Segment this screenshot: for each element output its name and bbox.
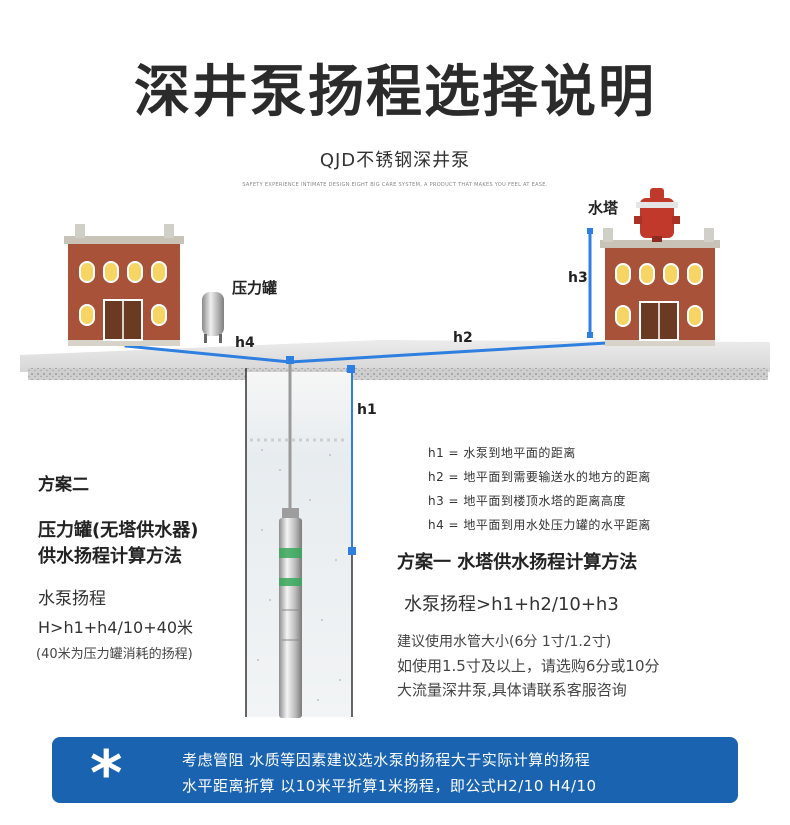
pipe-joint-well (286, 356, 294, 364)
plan-two-note: (40米为压力罐消耗的扬程) (36, 647, 193, 662)
page-title: 深井泵扬程选择说明 (134, 60, 656, 125)
page-subtitle: QJD不锈钢深井泵 (319, 150, 471, 171)
plan-one-advice-1: 建议使用水管大小(6分 1寸/1.2寸) (397, 634, 612, 650)
asterisk-icon: * (90, 737, 123, 810)
plan-two-formula: H>h1+h4/10+40米 (38, 618, 194, 637)
h1-marker (347, 365, 356, 555)
soil-strip (28, 368, 768, 380)
notice-line-1: 考虑管阻 水质等因素建议选水泵的扬程大于实际计算的扬程 (182, 751, 591, 769)
definition-h3: h3 = 地平面到楼顶水塔的距离高度 (428, 494, 626, 508)
plan-two-subtitle-2: 供水扬程计算方法 (38, 546, 182, 567)
definition-h2: h2 = 地平面到需要输送水的地方的距离 (428, 470, 651, 484)
water-tower (634, 188, 680, 242)
pressure-tank (202, 292, 224, 343)
submersible-pump (279, 508, 302, 718)
plan-two-subtitle-1: 压力罐(无塔供水器) (38, 520, 199, 541)
plan-one-advice-3: 大流量深井泵,具体请联系客服咨询 (397, 681, 627, 699)
plan-two-head-label: 水泵扬程 (38, 589, 106, 609)
plan-one-advice-2: 如使用1.5寸及以上，请选购6分或10分 (397, 657, 660, 675)
definition-h1: h1 = 水泵到地平面的距离 (428, 446, 576, 460)
plan-two-title: 方案二 (38, 475, 89, 495)
plan-one-formula: 水泵扬程>h1+h2/10+h3 (404, 594, 619, 615)
h2-label: h2 (453, 330, 473, 346)
h3-marker (587, 228, 593, 338)
h3-label: h3 (568, 270, 588, 286)
right-building (600, 228, 720, 346)
plan-one-title: 方案一 水塔供水扬程计算方法 (397, 552, 638, 573)
h1-label: h1 (357, 402, 377, 418)
notice-line-2: 水平距离折算 以10米平折算1米扬程，即公式H2/10 H4/10 (182, 777, 597, 795)
h4-label: h4 (235, 335, 255, 351)
definitions-list: h1 = 水泵到地平面的距离 h2 = 地平面到需要输送水的地方的距离 h3 =… (428, 441, 651, 537)
tagline: SAFETY EXPERIENCE INTIMATE DESIGN EIGHT … (242, 182, 548, 188)
water-tower-label: 水塔 (588, 199, 619, 217)
definition-h4: h4 = 地平面到用水处压力罐的水平距离 (428, 518, 651, 532)
left-building (64, 224, 184, 346)
pressure-tank-label: 压力罐 (232, 279, 278, 297)
notice-banner: * 考虑管阻 水质等因素建议选水泵的扬程大于实际计算的扬程 水平距离折算 以10… (52, 737, 738, 807)
